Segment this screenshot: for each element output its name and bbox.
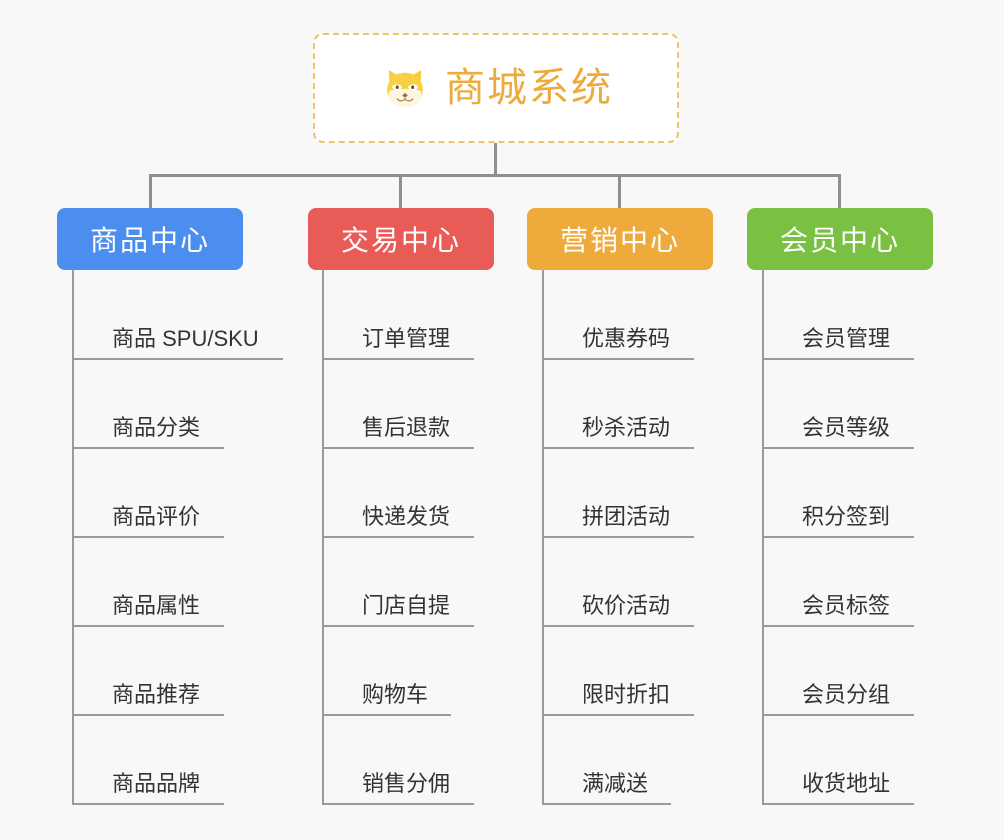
leaf-item-underline	[72, 714, 224, 716]
category-header-member[interactable]: 会员中心	[747, 208, 933, 270]
leaf-item-label: 商品评价	[112, 504, 201, 529]
leaf-item-label: 优惠券码	[582, 326, 671, 351]
category-header-label: 商品中心	[89, 225, 210, 256]
leaf-item-underline	[322, 625, 474, 627]
leaf-item-underline	[72, 358, 283, 360]
leaf-item-label: 商品 SPU/SKU	[112, 326, 259, 351]
leaf-item-underline	[322, 714, 451, 716]
leaf-item-underline	[542, 803, 671, 805]
leaf-item-underline	[542, 358, 694, 360]
connector-root-stem	[494, 143, 497, 177]
leaf-item-underline	[542, 625, 694, 627]
connector-drop-1	[149, 174, 152, 208]
leaf-item-label: 商品品牌	[112, 771, 201, 796]
leaf-item-underline	[542, 714, 694, 716]
leaf-item-label: 会员标签	[802, 593, 891, 618]
leaf-item-underline	[322, 358, 474, 360]
leaf-item-label: 购物车	[362, 682, 429, 707]
leaf-item-label: 会员管理	[802, 326, 891, 351]
leaf-item-underline	[72, 803, 224, 805]
leaf-item-underline	[762, 447, 914, 449]
leaf-item-label: 拼团活动	[582, 504, 671, 529]
leaf-item-label: 商品推荐	[112, 682, 201, 707]
connector-drop-2	[399, 174, 402, 208]
leaf-item-underline	[322, 803, 474, 805]
leaf-item-label: 商品属性	[112, 593, 201, 618]
shiba-dog-face-icon	[387, 70, 423, 108]
leaf-item-label: 销售分佣	[362, 771, 451, 796]
leaf-item-underline	[762, 714, 914, 716]
leaf-item-label: 售后退款	[362, 415, 451, 440]
leaf-item-underline	[72, 536, 224, 538]
leaf-item-underline	[762, 358, 914, 360]
connector-drop-3	[618, 174, 621, 208]
connector-bus	[149, 174, 840, 177]
leaf-item-label: 收货地址	[802, 771, 891, 796]
leaf-item-label: 快递发货	[362, 504, 451, 529]
leaf-item-label: 限时折扣	[582, 682, 671, 707]
connector-drop-4	[838, 174, 841, 208]
category-header-trade[interactable]: 交易中心	[308, 208, 494, 270]
leaf-item-label: 会员分组	[802, 682, 891, 707]
category-header-label: 交易中心	[340, 225, 461, 256]
leaf-item-underline	[542, 447, 694, 449]
leaf-item-label: 满减送	[582, 771, 649, 796]
leaf-item-label: 砍价活动	[582, 593, 671, 618]
leaf-item-underline	[762, 536, 914, 538]
category-header-product[interactable]: 商品中心	[57, 208, 243, 270]
leaf-item-underline	[762, 803, 914, 805]
leaf-item-label: 秒杀活动	[582, 415, 671, 440]
leaf-item-label: 积分签到	[802, 504, 891, 529]
leaf-item-label: 商品分类	[112, 415, 201, 440]
leaf-item-underline	[322, 447, 474, 449]
leaf-item-label: 门店自提	[362, 593, 451, 618]
leaf-item-underline	[322, 536, 474, 538]
leaf-item-underline	[72, 447, 224, 449]
category-header-label: 营销中心	[559, 225, 680, 256]
root-node-shop-system[interactable]: 商城系统	[313, 33, 679, 143]
leaf-item-label: 会员等级	[802, 415, 891, 440]
root-node-title: 商城系统	[445, 66, 613, 110]
leaf-item-label: 订单管理	[362, 326, 451, 351]
category-header-label: 会员中心	[779, 225, 900, 256]
category-header-marketing[interactable]: 营销中心	[527, 208, 713, 270]
leaf-item-underline	[542, 536, 694, 538]
leaf-item-underline	[72, 625, 224, 627]
leaf-item-underline	[762, 625, 914, 627]
